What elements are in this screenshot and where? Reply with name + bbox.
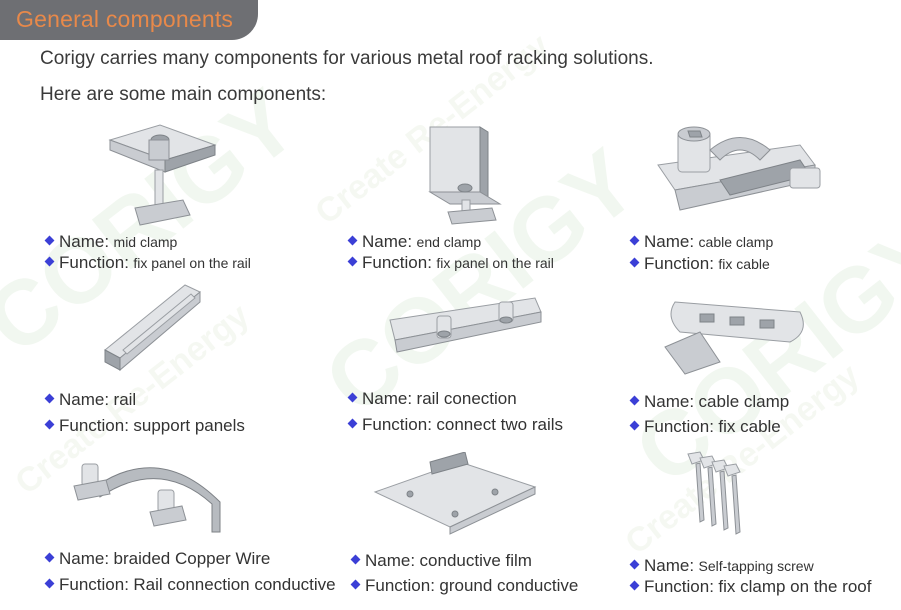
diamond-bullet-icon (629, 235, 640, 246)
item-8-function-row: Function: ground conductive (350, 576, 579, 596)
item-7-name-row: Name: braided Copper Wire (44, 549, 271, 569)
item-1-name-row: Name: mid clamp (44, 232, 178, 252)
function-label: Function: (644, 417, 714, 436)
item-2-name-row: Name: end clamp (347, 232, 482, 252)
name-label: Name: (644, 232, 695, 251)
diamond-bullet-icon (347, 418, 358, 429)
diamond-bullet-icon (350, 554, 361, 565)
item-3-name-row: Name: cable clamp (629, 232, 774, 252)
function-label: Function: (59, 253, 129, 272)
item-1-function: fix panel on the rail (133, 255, 251, 271)
name-label: Name: (59, 232, 110, 251)
item-7-name: braided Copper Wire (113, 549, 271, 568)
intro-line-1: Corigy carries many components for vario… (40, 48, 654, 69)
item-3-name: cable clamp (698, 234, 774, 250)
item-5-function: connect two rails (436, 415, 564, 434)
section-header: General components (0, 0, 258, 40)
name-label: Name: (59, 549, 110, 568)
name-label: Name: (644, 556, 695, 575)
cable-clip-icon (664, 301, 804, 375)
rail-connection-icon (389, 297, 542, 353)
function-label: Function: (59, 575, 129, 594)
diamond-bullet-icon (629, 580, 640, 591)
diamond-bullet-icon (44, 552, 55, 563)
intro-line-2: Here are some main components: (40, 84, 327, 105)
item-5-function-row: Function: connect two rails (347, 415, 564, 435)
diamond-bullet-icon (44, 256, 55, 267)
item-4-name-row: Name: rail (44, 390, 137, 410)
function-label: Function: (59, 416, 129, 435)
item-3-function: fix cable (718, 256, 770, 272)
item-6-function-row: Function: fix cable (629, 417, 781, 437)
item-4-function: support panels (133, 416, 245, 435)
diamond-bullet-icon (350, 579, 361, 590)
item-6-name-row: Name: cable clamp (629, 392, 790, 412)
conductive-film-icon (373, 452, 537, 535)
function-label: Function: (644, 577, 714, 596)
item-6-name: cable clamp (698, 392, 790, 411)
item-8-name: conductive film (419, 551, 532, 570)
name-label: Name: (59, 390, 110, 409)
diamond-bullet-icon (629, 559, 640, 570)
item-4-name: rail (113, 390, 137, 409)
item-1-name: mid clamp (113, 234, 178, 250)
item-7-function-row: Function: Rail connection conductive (44, 575, 336, 595)
braided-copper-wire-icon (73, 463, 221, 533)
diamond-bullet-icon (347, 235, 358, 246)
end-clamp-icon (428, 126, 502, 225)
diamond-bullet-icon (347, 256, 358, 267)
item-2-name: end clamp (416, 234, 482, 250)
item-9-name-row: Name: Self-tapping screw (629, 556, 814, 576)
item-8-function: ground conductive (439, 576, 579, 595)
item-9-function: fix clamp on the roof (718, 577, 872, 596)
section-title: General components (16, 6, 234, 32)
item-2-function: fix panel on the rail (436, 255, 554, 271)
item-9-function-row: Function: fix clamp on the roof (629, 577, 872, 597)
item-9-name: Self-tapping screw (698, 558, 814, 574)
item-8-name-row: Name: conductive film (350, 551, 532, 571)
function-label: Function: (644, 254, 714, 273)
diamond-bullet-icon (44, 578, 55, 589)
diamond-bullet-icon (347, 392, 358, 403)
item-1-function-row: Function: fix panel on the rail (44, 253, 251, 273)
diamond-bullet-icon (629, 420, 640, 431)
item-2-function-row: Function: fix panel on the rail (347, 253, 554, 273)
diamond-bullet-icon (44, 419, 55, 430)
name-label: Name: (365, 551, 416, 570)
self-tapping-screw-icon (687, 451, 741, 535)
item-5-name: rail conection (416, 389, 517, 408)
diamond-bullet-icon (44, 393, 55, 404)
function-label: Function: (362, 253, 432, 272)
item-4-function-row: Function: support panels (44, 416, 245, 436)
name-label: Name: (362, 232, 413, 251)
diamond-bullet-icon (629, 395, 640, 406)
diamond-bullet-icon (44, 235, 55, 246)
item-5-name-row: Name: rail conection (347, 389, 517, 409)
rail-icon (104, 284, 201, 372)
item-7-function: Rail connection conductive (133, 575, 336, 594)
diamond-bullet-icon (629, 257, 640, 268)
name-label: Name: (644, 392, 695, 411)
name-label: Name: (362, 389, 413, 408)
function-label: Function: (365, 576, 435, 595)
item-3-function-row: Function: fix cable (629, 254, 770, 274)
cable-clamp-icon (657, 126, 821, 211)
mid-clamp-icon (108, 124, 217, 226)
item-6-function: fix cable (718, 417, 781, 436)
function-label: Function: (362, 415, 432, 434)
